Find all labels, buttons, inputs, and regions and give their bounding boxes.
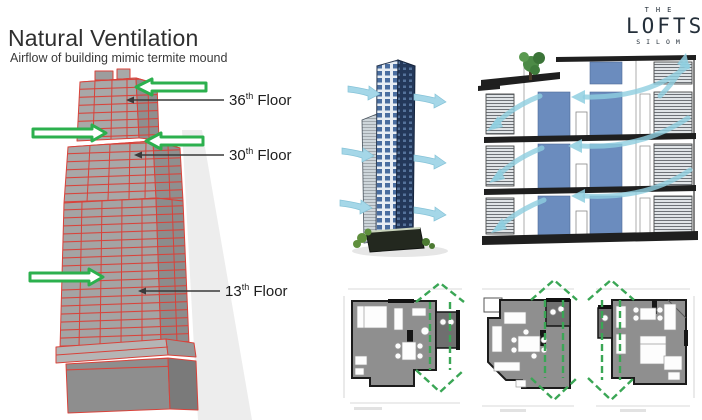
intake-arrows bbox=[28, 77, 208, 287]
furniture bbox=[354, 305, 455, 376]
furniture bbox=[491, 305, 565, 388]
floor-number: 30 bbox=[229, 147, 246, 164]
landscape-greenery bbox=[353, 228, 435, 249]
logo-silom-text: SILOM bbox=[636, 38, 686, 46]
green-arrow-right-icon bbox=[28, 267, 105, 287]
blue-arrow-icon bbox=[413, 93, 447, 109]
floor-plan-2 bbox=[483, 278, 578, 402]
floor-label-30: 30th Floor bbox=[229, 146, 292, 164]
blue-arrow-icon bbox=[339, 199, 373, 215]
blue-arrow-icon bbox=[413, 206, 447, 222]
floor-number: 36 bbox=[229, 92, 246, 109]
lofts-silom-logo: THE LOFTS SILOM bbox=[623, 6, 702, 46]
vent-dashed-arrow-icon bbox=[587, 278, 635, 402]
page-title: Natural Ventilation bbox=[8, 25, 199, 51]
wireframe-building-diagram bbox=[28, 68, 252, 420]
section-doors bbox=[575, 93, 651, 236]
floor-ordinal: th bbox=[245, 146, 254, 156]
green-arrow-left-icon bbox=[144, 131, 205, 151]
green-arrow-left-icon bbox=[134, 77, 208, 97]
logo-the-text: THE bbox=[644, 6, 679, 14]
floor-ordinal: th bbox=[245, 91, 254, 101]
label-pointers bbox=[133, 99, 224, 292]
floor-plan-3 bbox=[587, 278, 688, 402]
section-arrowheads bbox=[487, 53, 690, 233]
vent-dashed-arrow-icon bbox=[415, 281, 465, 394]
airflow-arrows bbox=[339, 85, 447, 222]
floor-word: Floor bbox=[257, 92, 292, 109]
dimension-lines bbox=[343, 288, 695, 412]
blue-arrow-icon bbox=[347, 85, 381, 101]
floor-word: Floor bbox=[257, 147, 292, 164]
floor-word: Floor bbox=[253, 283, 288, 300]
vent-dashed-arrow-icon bbox=[530, 278, 578, 402]
floor-label-36: 36th Floor bbox=[229, 91, 292, 109]
floor-plans bbox=[343, 278, 695, 412]
floor-ordinal: th bbox=[241, 282, 250, 292]
floor-slabs bbox=[478, 55, 698, 245]
floor-number: 13 bbox=[225, 283, 242, 300]
page-subtitle: Airflow of building mimic termite mound bbox=[10, 51, 228, 65]
green-arrow-right-icon bbox=[31, 123, 108, 143]
blue-arrow-icon bbox=[341, 147, 375, 163]
logo-lofts-text: LOFTS bbox=[626, 14, 702, 38]
tower-render-diagram bbox=[339, 59, 448, 257]
building-shadow bbox=[182, 130, 252, 420]
floor-plan-1 bbox=[351, 281, 465, 394]
blue-arrow-icon bbox=[413, 154, 447, 170]
section-diagram bbox=[478, 52, 698, 245]
rooftop-tree bbox=[519, 52, 545, 80]
floor-label-13: 13th Floor bbox=[225, 282, 288, 300]
